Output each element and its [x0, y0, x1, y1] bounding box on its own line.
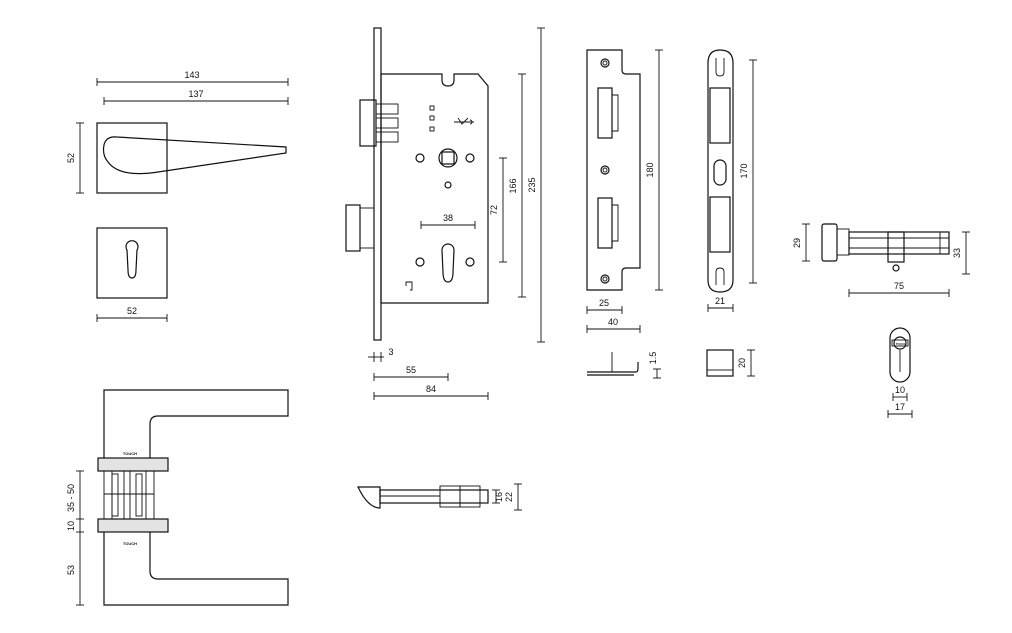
- dim-75: 75: [894, 281, 904, 291]
- dim-10-cylinder: 10: [895, 385, 905, 395]
- dim-25: 25: [599, 298, 609, 308]
- mortise-lock-body: 38 72 166 235 3 55 84: [345, 27, 545, 400]
- dim-1-5: 1.5: [648, 352, 658, 365]
- dim-170: 170: [739, 163, 749, 178]
- dim-16: 16: [494, 492, 504, 502]
- rose-square-top: [96, 122, 168, 194]
- dim-52-horizontal: 52: [127, 306, 137, 316]
- dim-180: 180: [645, 162, 655, 177]
- forend-plate: [373, 27, 382, 341]
- dim-40: 40: [608, 317, 618, 327]
- dim-17: 17: [895, 402, 905, 412]
- lower-rose-plate: [97, 518, 169, 533]
- escutcheon-front-view: 52: [96, 227, 168, 322]
- dim-72: 72: [489, 205, 499, 215]
- dim-20: 20: [737, 358, 747, 368]
- dim-55: 55: [406, 365, 416, 375]
- handle-side-view: TOUCH TOUCH 35 - 50 10 53: [66, 389, 289, 606]
- dim-3: 3: [388, 347, 393, 357]
- escutcheon-square: [96, 227, 168, 299]
- keeper: 170 21 20: [706, 49, 757, 377]
- keyhole-profile: [125, 240, 139, 279]
- dim-33: 33: [952, 248, 962, 258]
- lever-rose-front-view: 143 137 52: [66, 70, 289, 194]
- cylinder-logo: TOUCH: [896, 342, 907, 346]
- dim-166: 166: [508, 178, 518, 193]
- lever-handle-shape: [102, 136, 287, 175]
- strike-plate: 180 25 40 1.5: [586, 49, 663, 379]
- dim-22: 22: [504, 492, 514, 502]
- dim-84: 84: [426, 384, 436, 394]
- dim-29: 29: [792, 238, 802, 248]
- lower-lever-side: [103, 532, 289, 606]
- dim-53: 53: [66, 565, 76, 575]
- dim-137: 137: [188, 89, 203, 99]
- dim-10: 10: [66, 521, 76, 531]
- dim-52-vertical: 52: [66, 153, 76, 163]
- lower-logo: TOUCH: [123, 541, 137, 546]
- dim-38: 38: [443, 213, 453, 223]
- dim-21: 21: [715, 296, 725, 306]
- euro-cylinder: 29 33 75 TOUCH 10 17: [792, 223, 970, 418]
- upper-logo: TOUCH: [123, 451, 137, 456]
- upper-lever-side: [103, 389, 289, 458]
- dim-35-50: 35 - 50: [66, 484, 76, 512]
- dim-235: 235: [527, 177, 537, 192]
- lock-case: [380, 73, 489, 304]
- dim-143: 143: [184, 70, 199, 80]
- upper-rose-plate: [97, 457, 169, 472]
- latch-bolt-detail: 16 22: [357, 483, 522, 511]
